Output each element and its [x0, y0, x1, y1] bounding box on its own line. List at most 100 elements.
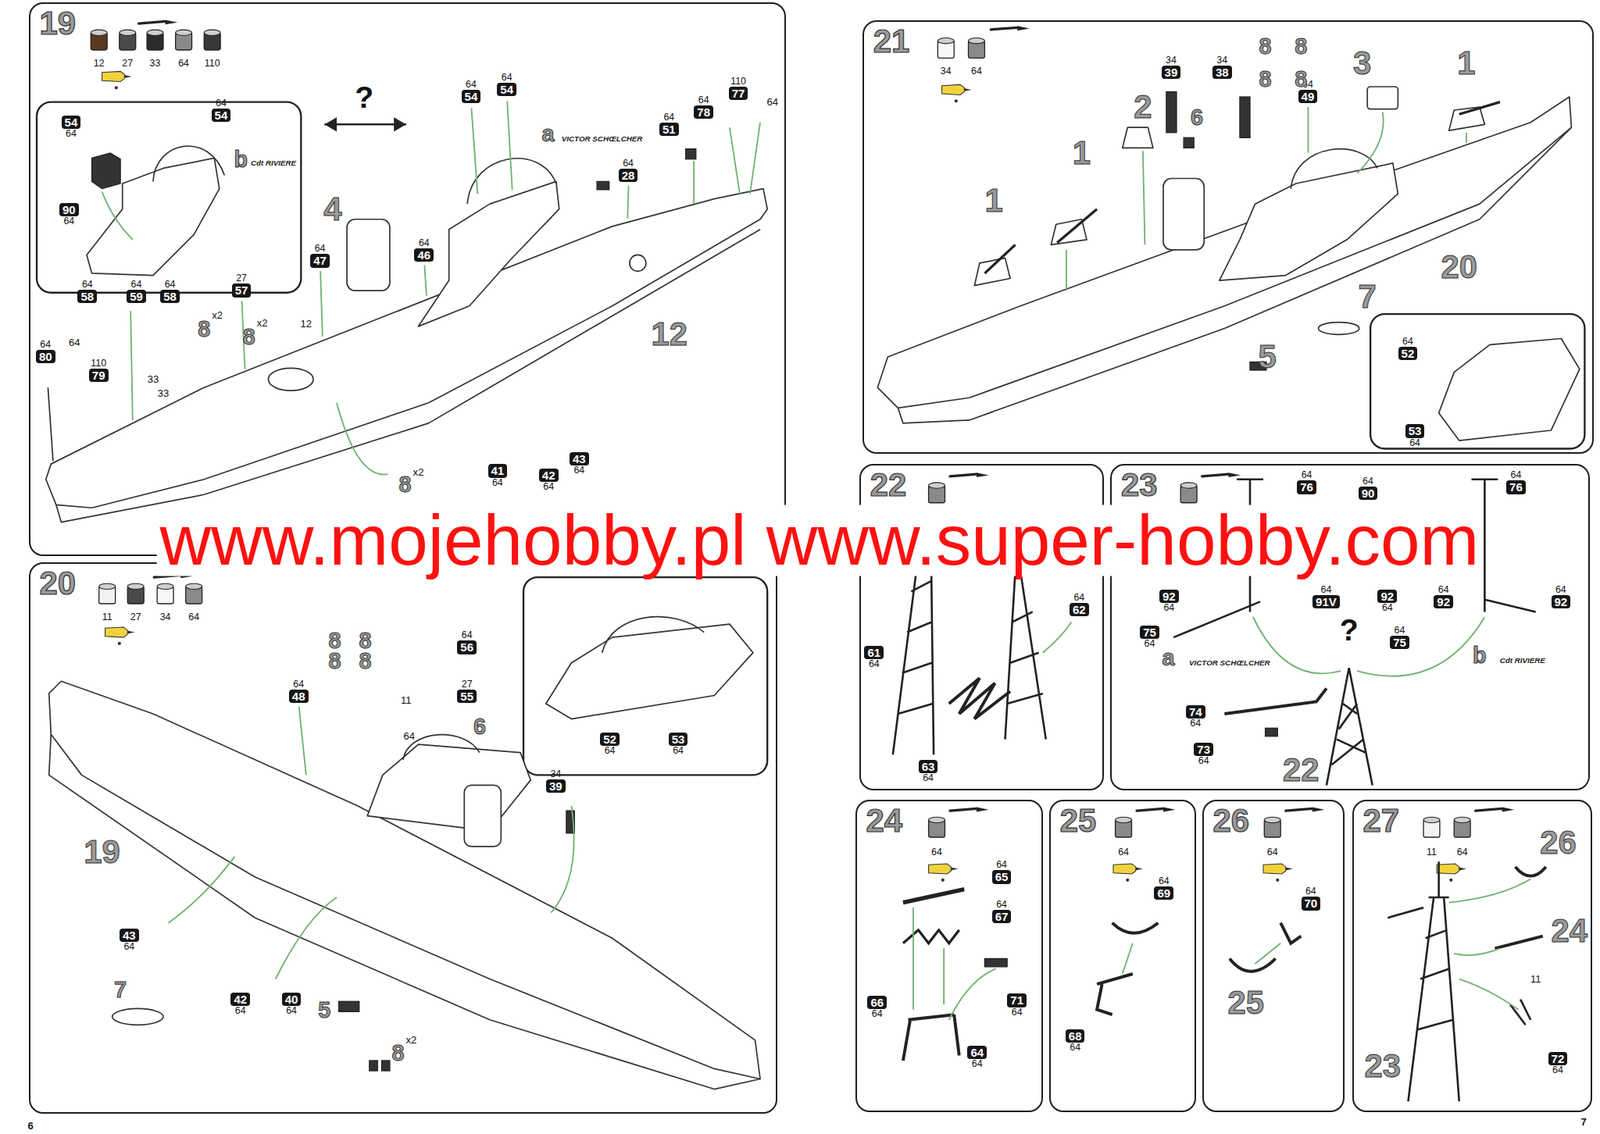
part-number: 42	[230, 992, 250, 1007]
part-callout: 4264	[230, 992, 250, 1017]
paint-number: 64	[996, 900, 1008, 911]
part-number: 53	[668, 732, 689, 747]
assembly-ref: 1	[985, 184, 1004, 218]
choice-mark: ?	[354, 82, 374, 114]
choice-arrow	[324, 117, 406, 132]
paint-number: 64	[314, 243, 326, 254]
paint-number: 64	[292, 679, 304, 690]
paint-pot	[1264, 817, 1281, 838]
part-callout: 6454	[461, 79, 482, 104]
brush-icon	[1285, 807, 1325, 813]
paint-number: 64	[215, 98, 227, 109]
assembly-ref: 1	[1457, 46, 1475, 80]
mast-lattice	[949, 678, 1011, 719]
paint-number: 64	[622, 158, 634, 169]
mast-lattice	[1494, 867, 1546, 949]
assembly-ref: 1	[1072, 136, 1091, 170]
glue-icon	[928, 864, 959, 883]
part-callout: 9264	[1159, 589, 1179, 614]
part-number: 51	[659, 122, 679, 136]
part-drawing	[339, 1001, 360, 1012]
paint-number: 64	[68, 337, 81, 348]
paint-pot	[119, 29, 136, 50]
paint-number: 64	[871, 1009, 883, 1020]
part-callout: 6458	[160, 279, 180, 304]
ship-hull	[1318, 322, 1360, 336]
paint-number: 11	[1530, 974, 1542, 985]
part-callout: 4264	[539, 468, 559, 493]
part-callout: 5464	[61, 115, 82, 140]
assembly-ref: 8	[328, 629, 341, 653]
paint-number: 64	[1409, 438, 1421, 449]
paint-number: 12	[300, 319, 313, 330]
part-callout: 6454	[211, 98, 232, 122]
part-drawing	[381, 1060, 390, 1072]
part-callout: 5264	[600, 732, 620, 757]
paint-number: 64	[63, 216, 75, 227]
paint-number: 64	[663, 112, 675, 123]
inset-frame	[1370, 314, 1585, 449]
step-panel: 2134393438644964525364	[862, 20, 1594, 454]
part-number: 76	[1506, 480, 1526, 494]
step-number: 20	[39, 567, 76, 600]
page-number: 6	[28, 1121, 34, 1132]
part-number: 52	[600, 732, 620, 747]
mast-lattice	[903, 1014, 960, 1061]
ship-hull	[1163, 178, 1204, 250]
part-drawing	[685, 149, 697, 160]
assembly-ref: 7	[1358, 280, 1377, 314]
paint-pot	[157, 583, 174, 604]
part-number: 91V	[1312, 595, 1340, 609]
paint-number: 27	[235, 273, 247, 284]
paint-number: 27	[121, 58, 133, 68]
part-callout: 11079	[89, 358, 109, 383]
ship-hull	[629, 254, 647, 272]
paint-number: 64	[164, 279, 176, 290]
part-number: 49	[1298, 89, 1318, 104]
part-number: 70	[1301, 896, 1322, 911]
assembly-ref: 6	[1190, 106, 1204, 129]
paint-number: 64	[65, 128, 77, 140]
paint-number: 64	[1069, 1042, 1081, 1054]
leader-line	[913, 907, 997, 1021]
part-number: 54	[461, 89, 482, 104]
part-number: 64	[967, 1046, 987, 1060]
leader-line	[1122, 943, 1133, 975]
paint-number: 64	[1362, 476, 1374, 487]
leader-line	[168, 707, 575, 980]
leader-line	[130, 100, 694, 421]
part-callout: 6446	[414, 238, 434, 262]
mast-lattice	[324, 124, 1546, 1102]
assembly-ref: 8	[1294, 67, 1308, 90]
part-callout: 6458	[77, 279, 97, 304]
inset-frame	[36, 102, 1585, 776]
part-number: 61	[864, 646, 884, 660]
part-number: 63	[918, 760, 939, 774]
paint-number: 64	[1158, 876, 1170, 887]
paint-number: 33	[150, 58, 161, 68]
paint-number: 64	[1402, 336, 1414, 347]
mast-lattice	[1005, 571, 1047, 740]
part-callout: 6454	[496, 72, 517, 97]
paint-number: 64	[1321, 585, 1333, 596]
paint-number: 11	[1426, 846, 1437, 857]
paint-number: 64	[1267, 846, 1279, 857]
ship-hull	[112, 1008, 164, 1025]
part-callout: 2755	[457, 679, 477, 704]
paint-number: 64	[188, 612, 200, 622]
paint-number: 64	[1394, 625, 1406, 636]
assembly-ref: 12	[651, 318, 688, 352]
paint-number: 64	[573, 465, 585, 476]
leader-line	[1255, 943, 1282, 965]
paint-number: 64	[465, 79, 477, 90]
part-number: 54	[211, 108, 232, 122]
paint-number: 64	[971, 1059, 983, 1070]
paint-pot	[90, 29, 108, 50]
paint-number: 64	[1382, 603, 1393, 614]
part-callout: 5364	[1405, 424, 1425, 448]
paint-number: 64	[1198, 756, 1210, 767]
brush-icon	[990, 25, 1030, 31]
part-callout: 7364	[1193, 742, 1214, 767]
leader-line	[1253, 617, 1485, 677]
assembly-ref: 19	[83, 835, 120, 869]
